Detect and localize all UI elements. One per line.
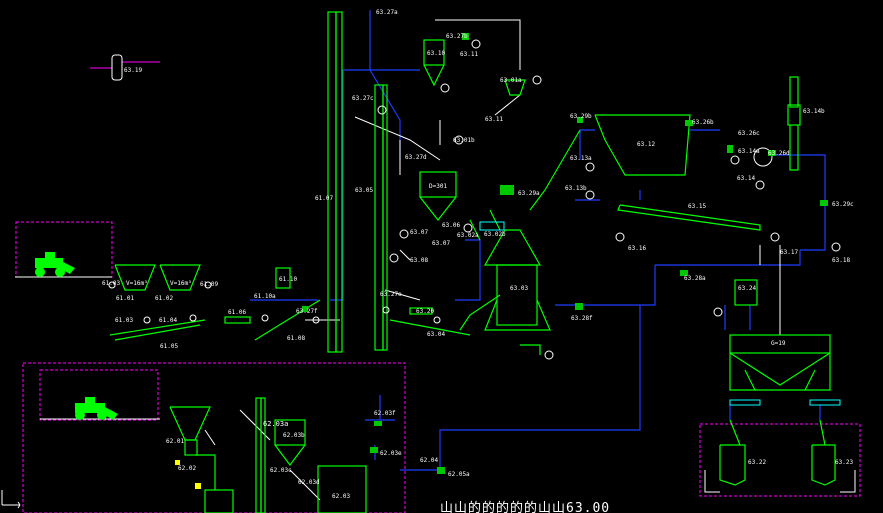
label-63-11: 63.11 xyxy=(460,51,478,58)
label-63-12: 63.12 xyxy=(637,141,655,148)
yellow-markers xyxy=(175,460,201,489)
label-63-06: 63.06 xyxy=(442,222,460,229)
label-63-27a: 63.27a xyxy=(376,9,398,16)
label-61-03: 61.03 xyxy=(102,280,120,287)
label-63-14: 63.14 xyxy=(737,175,755,182)
label-62-05a: 62.05a xyxy=(448,471,470,478)
label-62-01: 62.01 xyxy=(166,438,184,445)
tank-63-19 xyxy=(111,54,123,81)
label-61-10a: 61.10a xyxy=(254,293,276,300)
label-63-27c: 63.27c xyxy=(352,95,374,102)
label-61-09: 61.09 xyxy=(200,281,218,288)
label-63-29c: 63.29c xyxy=(832,201,854,208)
label-63-01b: 63.01b xyxy=(453,137,475,144)
loader-top xyxy=(35,252,75,277)
green-equipment xyxy=(109,39,836,513)
label-63-27b: 63.27b xyxy=(446,33,468,40)
label-63-13a: 63.13a xyxy=(570,155,592,162)
label-61-02: 61.02 xyxy=(155,295,173,302)
label-63-08: 63.08 xyxy=(410,257,428,264)
label-63-23: 63.23 xyxy=(835,459,853,466)
label-d-301: D=301 xyxy=(429,183,447,190)
motor-symbols xyxy=(108,39,841,360)
label-62-03c: 62.03c xyxy=(270,467,292,474)
label-61-01: 61.01 xyxy=(116,295,134,302)
label-63-01a: 63.01a xyxy=(500,77,522,84)
label-63-13b: 63.13b xyxy=(565,185,587,192)
label-63-17: 63.17 xyxy=(780,249,798,256)
label-61-08: 61.08 xyxy=(287,335,305,342)
white-pipes xyxy=(204,19,856,501)
label-63-28a: 63.28a xyxy=(684,275,706,282)
label-63-18: 63.18 xyxy=(832,257,850,264)
label-63-07b: 63.07 xyxy=(432,240,450,247)
label-63-29a: 63.29a xyxy=(518,190,540,197)
label-62-02: 62.02 xyxy=(178,465,196,472)
ucs-icon xyxy=(1,490,21,509)
label-63-26d: 63.26d xyxy=(768,150,790,157)
label-63-11b: 63.11 xyxy=(485,116,503,123)
bottom-title: 山山的的的的的山山63.00 xyxy=(440,500,610,513)
label-63-02a: 63.02a xyxy=(457,232,479,239)
label-63-15: 63.15 xyxy=(688,203,706,210)
label-63-04: 63.04 xyxy=(427,331,445,338)
label-63-27f: 63.27f xyxy=(296,308,318,315)
label-62-03d: 62.03d xyxy=(298,479,320,486)
label-62-03: 62.03 xyxy=(332,493,350,500)
label-63-28f: 63.28f xyxy=(571,315,593,322)
label-g-19: G=19 xyxy=(771,340,786,347)
label-63-26b: 63.26b xyxy=(692,119,714,126)
magenta-lines xyxy=(90,61,160,69)
label-63-29b: 63.29b xyxy=(570,113,592,120)
green-valves xyxy=(302,33,828,474)
label-63-26c: 63.26c xyxy=(738,130,760,137)
label-63-07: 63.07 xyxy=(410,229,428,236)
label-63-19: 63.19 xyxy=(124,67,142,74)
label-61-07: 61.07 xyxy=(315,195,333,202)
label-61-05: 61.05 xyxy=(160,343,178,350)
bucket-elevators xyxy=(255,11,388,513)
label-63-10: 63.10 xyxy=(427,50,445,57)
label-63-24: 63.24 xyxy=(738,285,756,292)
label-62-04: 62.04 xyxy=(420,457,438,464)
label-62-03b: 62.03b xyxy=(283,432,305,439)
cyan-blocks xyxy=(479,221,841,406)
label-63-27e: 63.27e xyxy=(380,291,402,298)
label-61-04: 61.04 xyxy=(159,317,177,324)
area-enclosures xyxy=(15,221,861,513)
label-63-14a: 63.14a xyxy=(738,148,760,155)
label-63-03: 63.03 xyxy=(510,285,528,292)
label-61-03b: 61.03 xyxy=(115,317,133,324)
loader-bottom xyxy=(75,397,118,420)
label-63-22: 63.22 xyxy=(748,459,766,466)
label-62-03f: 62.03f xyxy=(374,410,396,417)
label-63-05: 63.05 xyxy=(355,187,373,194)
label-63-27d: 63.27d xyxy=(405,154,427,161)
label-63-16: 63.16 xyxy=(628,245,646,252)
equipment-labels: 63.19 63.27a 63.10 63.27b 63.11 63.01a 6… xyxy=(102,9,854,513)
label-61-10: 61.10 xyxy=(279,276,297,283)
label-62-03a: 62.03a xyxy=(263,420,288,428)
label-63-20: 63.20 xyxy=(416,308,434,315)
label-62-03e: 62.03e xyxy=(380,450,402,457)
label-v2: V=16m³ xyxy=(170,280,192,287)
label-v1: V=16m³ xyxy=(126,280,148,287)
label-63-14b: 63.14b xyxy=(803,108,825,115)
label-63-02b: 63.02b xyxy=(484,231,506,238)
label-61-06: 61.06 xyxy=(228,309,246,316)
